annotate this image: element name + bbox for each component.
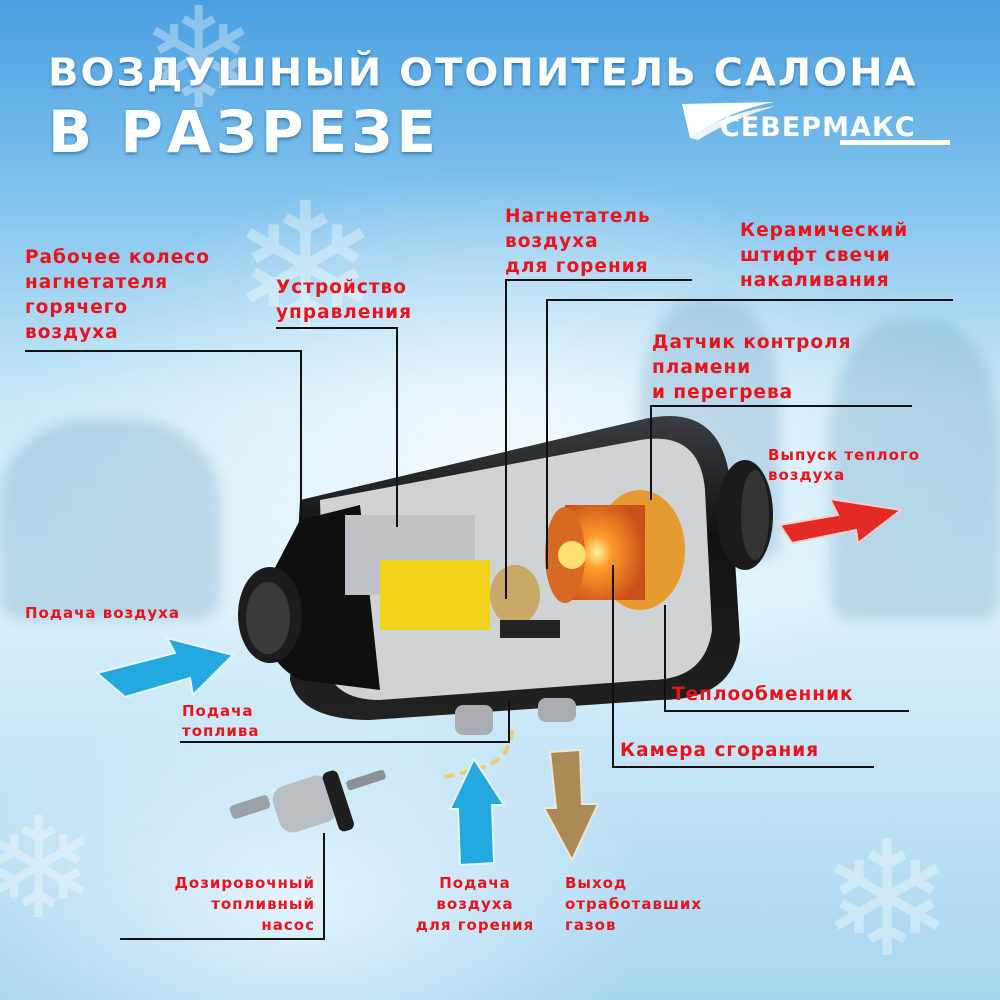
air-intake-arrow-icon [95, 636, 235, 699]
leader-line-glow-pin [546, 299, 548, 569]
leader-line-fuel-in [508, 700, 510, 743]
title-line-2: В РАЗРЕЗЕ [48, 98, 440, 166]
leader-line-impeller [300, 350, 302, 555]
label-line: нагнетателя [25, 272, 169, 293]
label-combustion-chamber: Камера сгорания [620, 738, 819, 763]
label-line: Подача [182, 702, 254, 720]
label-line: Выпуск теплого [768, 446, 921, 464]
brand-logo: СЕВЕРМАКС [680, 98, 950, 153]
label-line: воздуха [25, 322, 119, 343]
label-line: топлива [182, 722, 260, 740]
label-glow-pin: Керамический штифт свечи накаливания [740, 218, 908, 293]
label-line: Теплообменник [672, 684, 854, 705]
label-line: Устройство [276, 277, 407, 298]
label-impeller: Рабочее колесо нагнетателя горячего возд… [25, 245, 210, 345]
label-line: Керамический [740, 220, 909, 241]
label-line: для горения [415, 916, 535, 934]
label-line: Выход [565, 874, 628, 892]
label-line: топливный [211, 895, 315, 913]
leader-line-heat-exchanger [664, 605, 666, 712]
leader-line-control-unit [276, 327, 398, 329]
label-line: Камера сгорания [620, 740, 820, 761]
label-line: горячего [25, 297, 129, 318]
leader-line-impeller [25, 350, 302, 352]
label-warm-air-out: Выпуск теплого воздуха [768, 445, 920, 485]
label-line: штифт свечи [740, 245, 891, 266]
brand-name: СЕВЕРМАКС [720, 112, 916, 143]
label-line: Подача воздуха [25, 604, 180, 622]
label-line: воздуха [436, 895, 514, 913]
leader-line-heat-exchanger [664, 710, 909, 712]
label-line: и перегрева [652, 382, 794, 403]
fuel-pump-illustration [229, 769, 386, 833]
label-line: Нагнетатель [505, 206, 651, 227]
snowflake-icon: ❄ [820, 806, 955, 993]
label-combustion-air-in: Подача воздуха для горения [395, 873, 555, 936]
snowflake-icon: ❄ [230, 165, 381, 374]
label-line: Датчик контроля [652, 332, 852, 353]
label-exhaust-out: Выход отработавших газов [565, 873, 702, 936]
label-line: пламени [652, 357, 752, 378]
leader-line-fuel-in [180, 741, 510, 743]
leader-line-glow-pin [546, 299, 953, 301]
combustion-air-arrow-icon [448, 757, 506, 867]
leader-line-fuel-pump [323, 833, 325, 940]
leader-line-combustion-chamber [612, 766, 874, 768]
label-line: Дозировочный [174, 874, 315, 892]
leader-line-combustion-chamber [612, 565, 614, 768]
label-fuel-in: Подача топлива [182, 701, 259, 741]
label-line: воздуха [768, 466, 846, 484]
leader-line-blower [505, 279, 692, 281]
label-line: насос [261, 916, 315, 934]
label-line: отработавших [565, 895, 703, 913]
label-flame-sensor: Датчик контроля пламени и перегрева [652, 330, 852, 405]
label-line: управления [276, 302, 412, 323]
label-line: воздуха [505, 231, 599, 252]
leader-line-control-unit [396, 327, 398, 527]
label-line: для горения [505, 256, 649, 277]
label-line: газов [565, 916, 617, 934]
label-line: Рабочее колесо [25, 247, 210, 268]
background-tree [830, 320, 1000, 620]
title-line-1: ВОЗДУШНЫЙ ОТОПИТЕЛЬ САЛОНА [48, 51, 918, 95]
logo-swoosh-icon [682, 102, 950, 145]
leader-line-blower [505, 279, 507, 599]
leader-line-flame-sensor [650, 405, 652, 500]
leader-line-flame-sensor [650, 405, 912, 407]
warm-air-arrow-icon [778, 497, 903, 545]
label-control-unit: Устройство управления [276, 275, 412, 325]
label-heat-exchanger: Теплообменник [672, 682, 854, 707]
snowflake-icon: ❄ [0, 788, 98, 951]
label-line: накаливания [740, 270, 890, 291]
exhaust-arrow-icon [542, 748, 600, 863]
leader-line-fuel-pump [120, 938, 325, 940]
label-combustion-blower: Нагнетатель воздуха для горения [505, 204, 651, 279]
label-line: Подача [439, 874, 511, 892]
background-tree [0, 420, 220, 620]
label-fuel-pump: Дозировочный топливный насос [105, 873, 315, 936]
label-air-in: Подача воздуха [25, 603, 180, 623]
snowflake-icon: ❄ [140, 0, 258, 141]
